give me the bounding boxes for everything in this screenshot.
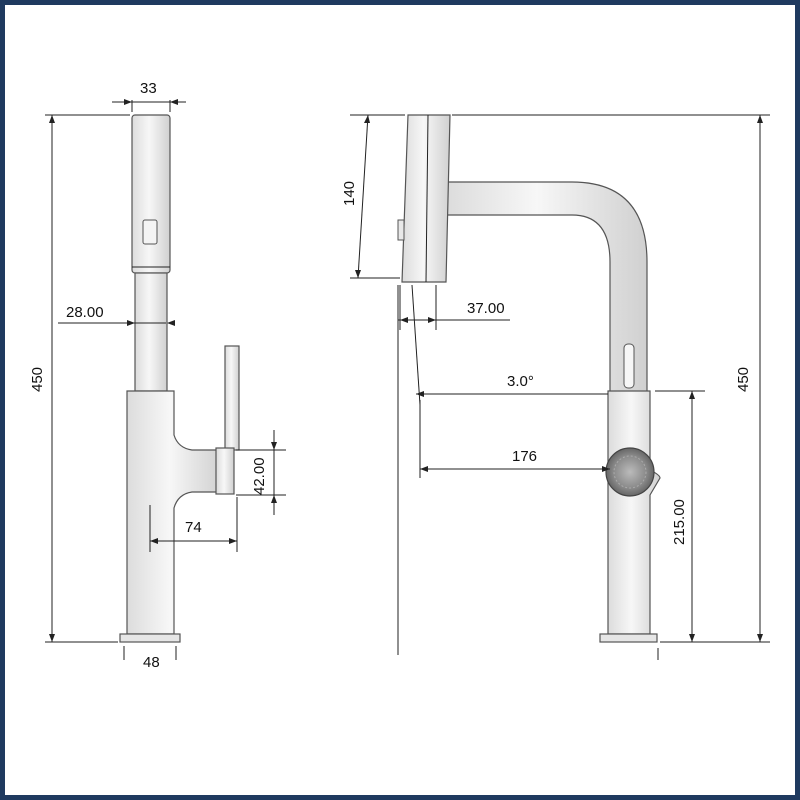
front-spray-head xyxy=(131,114,171,274)
arm-slot xyxy=(623,343,635,389)
handle-lever xyxy=(224,345,240,451)
dim-handle-height: 42.00 xyxy=(251,457,268,495)
side-base xyxy=(599,633,658,643)
dim-total-height-side: 450 xyxy=(735,367,752,392)
dim-base-width-partial: 48 xyxy=(143,654,160,671)
front-faucet-body xyxy=(126,390,223,635)
front-hose xyxy=(134,272,168,392)
dim-head-length: 140 xyxy=(341,181,358,206)
front-view: 33 28.00 450 42.00 74 48 xyxy=(29,80,286,671)
dim-hose-diameter: 28.00 xyxy=(66,304,104,321)
side-view: 140 37.00 3.0° 176 215.00 450 xyxy=(341,114,770,660)
control-knob xyxy=(605,447,655,497)
angle-reference-line xyxy=(411,284,421,406)
dim-base-height: 215.00 xyxy=(671,499,688,545)
spray-button xyxy=(142,219,158,245)
front-base xyxy=(119,633,181,643)
dim-handle-reach: 74 xyxy=(185,519,202,536)
side-faucet-body xyxy=(607,390,661,635)
spout-arm xyxy=(446,181,648,396)
dim-head-offset: 37.00 xyxy=(467,300,505,317)
dim-total-height-front: 450 xyxy=(29,367,46,392)
dim-spout-angle: 3.0° xyxy=(507,373,534,390)
side-spray-button xyxy=(397,219,405,241)
dim-spout-reach: 176 xyxy=(512,448,537,465)
dim-head-width: 33 xyxy=(140,80,157,97)
handle-hub xyxy=(215,447,235,495)
